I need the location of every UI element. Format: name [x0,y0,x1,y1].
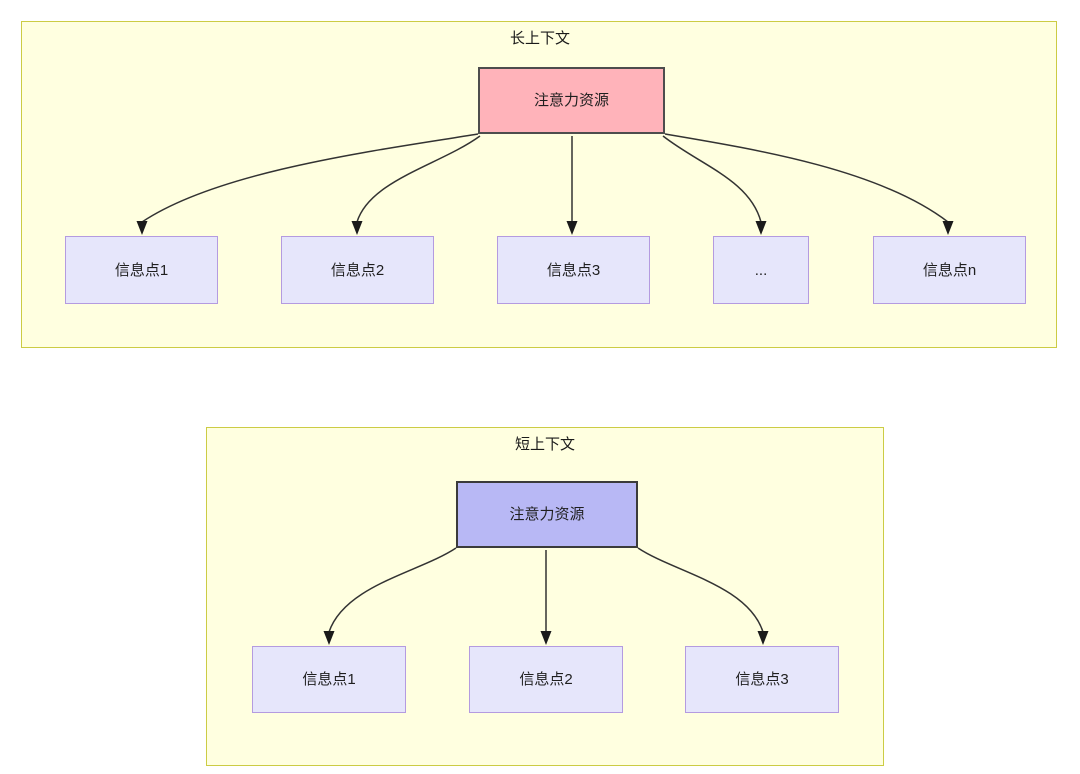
node-info-short-1[interactable]: 信息点1 [252,646,406,713]
node-info-long-ellipsis[interactable]: ... [713,236,809,304]
node-info-long-n[interactable]: 信息点n [873,236,1026,304]
node-attention-resource-short[interactable]: 注意力资源 [456,481,638,548]
node-info-long-2[interactable]: 信息点2 [281,236,434,304]
node-info-short-3[interactable]: 信息点3 [685,646,839,713]
node-info-short-2[interactable]: 信息点2 [469,646,623,713]
group-long-context-title: 长上下文 [509,30,570,47]
node-attention-resource-long[interactable]: 注意力资源 [478,67,665,134]
node-info-long-1[interactable]: 信息点1 [65,236,218,304]
node-info-long-3[interactable]: 信息点3 [497,236,650,304]
group-short-context [206,427,884,766]
group-short-context-title: 短上下文 [514,436,575,453]
